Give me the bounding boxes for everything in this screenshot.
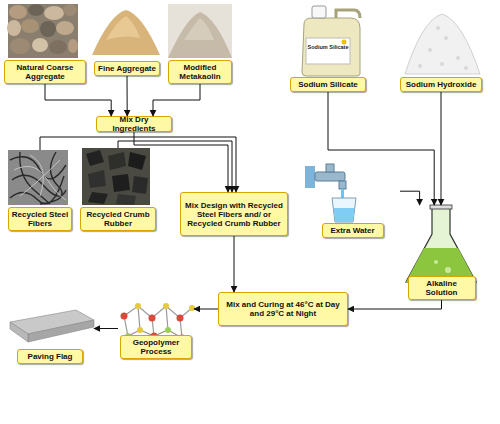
material-label: Extra Water <box>322 223 384 238</box>
flow-arrow <box>194 309 218 310</box>
process-text: Mix and Curing at 46°C at Day and 29°C a… <box>219 299 347 319</box>
sodium-hydroxide-photo <box>405 14 480 74</box>
material-label: Sodium Silicate <box>290 77 366 92</box>
process-text: Mix Design with Recycled Steel Fibers an… <box>181 200 287 229</box>
material-label: Alkaline Solution <box>408 276 476 300</box>
material-label: Recycled Crumb Rubber <box>80 207 156 231</box>
material-node: Paving Flag <box>6 308 94 364</box>
material-node: Modified Metakaolin <box>166 4 234 84</box>
process-box: Mix Design with Recycled Steel Fibers an… <box>180 192 288 236</box>
flow-arrow <box>400 191 420 205</box>
flow-arrow <box>94 328 118 329</box>
flow-arrow <box>328 92 434 205</box>
steel-fibers-photo <box>8 150 68 205</box>
material-node: Fine Aggregate <box>92 4 162 76</box>
material-node: Recycled Crumb Rubber <box>80 148 156 231</box>
process-box: Mix and Curing at 46°C at Day and 29°C a… <box>218 292 348 326</box>
water-tap <box>305 164 356 222</box>
flow-arrow <box>348 300 442 309</box>
material-node: Natural Coarse Aggregate <box>4 4 86 84</box>
flow-arrow <box>118 141 232 192</box>
material-label: Fine Aggregate <box>94 61 160 76</box>
material-label: Recycled Steel Fibers <box>8 207 72 231</box>
material-label: Modified Metakaolin <box>168 60 232 84</box>
flow-arrow <box>40 137 236 192</box>
flow-arrow <box>234 236 235 292</box>
process-text: Mix Dry Ingredients <box>97 114 171 134</box>
material-node: Extra Water <box>305 160 400 238</box>
material-node: Alkaline Solution <box>405 205 478 300</box>
crumb-rubber-photo <box>82 148 150 205</box>
flow-arrow <box>134 132 228 192</box>
metakaolin-photo <box>168 4 232 58</box>
material-node: Recycled Steel Fibers <box>8 150 72 231</box>
container-label-text: Sodium Silicate <box>306 44 350 51</box>
material-label: Geopolymer Process <box>120 335 192 359</box>
material-node: Geopolymer Process <box>118 298 194 359</box>
flow-arrow <box>127 76 128 116</box>
material-label: Sodium Hydroxide <box>400 77 482 92</box>
paving-flag-slab <box>10 310 94 342</box>
alkaline-flask <box>406 205 476 282</box>
coarse-aggregate-photo <box>7 4 78 58</box>
flow-arrow <box>45 84 111 116</box>
flow-arrow <box>441 92 442 205</box>
flow-arrow <box>153 84 200 116</box>
process-box: Mix Dry Ingredients <box>96 116 172 132</box>
material-label: Paving Flag <box>17 349 83 364</box>
material-label: Natural Coarse Aggregate <box>4 60 86 84</box>
fine-aggregate-photo <box>92 10 160 55</box>
material-node: Sodium Hydroxide <box>400 4 482 92</box>
sodium-silicate-jug <box>302 6 360 76</box>
